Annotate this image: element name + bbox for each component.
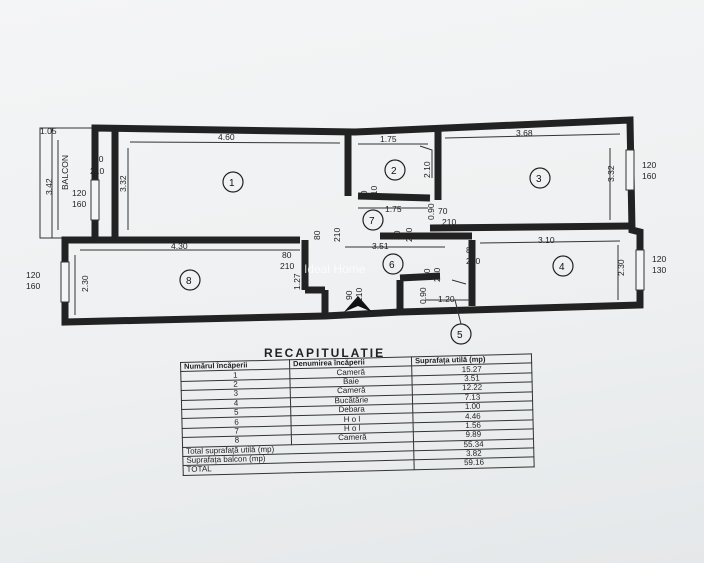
room-7-number: 7 (369, 216, 375, 227)
dim-door3-210: 210 (442, 217, 456, 227)
dim-win8-160: 160 (26, 281, 40, 291)
room-1-number: 1 (229, 178, 235, 189)
window-room8 (60, 261, 70, 303)
dim-win3-160: 160 (642, 171, 656, 181)
dim-door8-80: 80 (282, 250, 292, 260)
room-3-number: 3 (536, 174, 542, 185)
dim-room3-width: 3.68 (516, 128, 533, 138)
dim-closet-60: 60 (422, 268, 432, 278)
dim-win4-130: 130 (652, 265, 666, 275)
recap-title: RECAPITULATIE (264, 346, 386, 360)
window-room1 (90, 179, 100, 221)
dim-bath-door-210: 210 (369, 186, 379, 200)
dim-room8-width: 4.30 (171, 241, 188, 251)
dim-closet-210: 210 (432, 268, 442, 282)
dim-door1-80: 80 (312, 230, 322, 240)
dim-door1-210: 210 (332, 228, 342, 242)
dim-room4-width: 3.10 (538, 235, 555, 245)
room-5-number: 5 (457, 330, 463, 341)
room-8-marker (179, 269, 201, 291)
room-1-marker (222, 171, 244, 193)
room-8-number: 8 (186, 276, 192, 287)
dim-win4-120: 120 (652, 254, 666, 264)
dim-door7-80: 80 (392, 230, 402, 240)
room-6-number: 6 (389, 260, 395, 271)
dim-entry-210: 210 (354, 288, 364, 302)
wall-bath-bottom (357, 192, 431, 202)
window-room4 (635, 249, 645, 291)
dim-door4-210: 210 (466, 256, 480, 266)
window-room3 (625, 149, 635, 191)
dim-win8-120: 120 (26, 270, 40, 280)
dim-closet-090: 0.90 (418, 287, 428, 304)
dim-win3-120: 120 (642, 160, 656, 170)
dim-bath-door-70: 70 (359, 190, 369, 200)
dim-hall-width: 3.51 (372, 241, 389, 251)
wall-room3-bottom (429, 222, 633, 232)
recap-table: Numărul încăperii Denumirea încăperii Su… (180, 353, 535, 476)
dim-room4-height: 2.30 (616, 259, 626, 276)
watermark-text: Ideal Home (304, 262, 366, 276)
dim-door-210: 210 (90, 166, 104, 176)
room-3-marker (529, 167, 551, 189)
dim-balcony-height: 3.42 (44, 178, 54, 195)
dim-room3-height: 3.32 (606, 165, 616, 182)
dim-room2-width: 1.75 (380, 134, 397, 144)
dim-room1-height: 3.32 (118, 175, 128, 192)
dim-door-70: 70 (94, 154, 104, 164)
dim-entry-90: 90 (344, 290, 354, 300)
dim-room2-height: 2.10 (422, 161, 432, 178)
room-4-number: 4 (559, 262, 565, 273)
dim-win-160: 160 (72, 199, 86, 209)
balcony-label: BALCON (60, 155, 70, 190)
dim-room5-width: 1.20 (438, 294, 455, 304)
dim-win-120: 120 (72, 188, 86, 198)
north-arrow-icon (344, 296, 372, 312)
dim-balcony-width: 1.05 (40, 126, 57, 136)
dim-door8-210: 210 (280, 261, 294, 271)
dim-127: 1.27 (292, 273, 302, 290)
room-2-marker (384, 159, 406, 181)
room-7-marker (362, 209, 384, 231)
dim-door3-090: 0.90 (426, 203, 436, 220)
dim-room8-height: 2.30 (80, 275, 90, 292)
dim-door7-210: 210 (404, 228, 414, 242)
room-6-marker (382, 253, 404, 275)
dim-door4-80: 80 (466, 245, 476, 255)
dim-door3-70: 70 (438, 206, 448, 216)
room-2-number: 2 (391, 166, 397, 177)
wall-closet-top (399, 272, 441, 282)
room-4-marker (552, 255, 574, 277)
dim-room2-width-lower: 1.75 (385, 204, 402, 214)
dim-room1-width: 4.60 (218, 132, 235, 142)
